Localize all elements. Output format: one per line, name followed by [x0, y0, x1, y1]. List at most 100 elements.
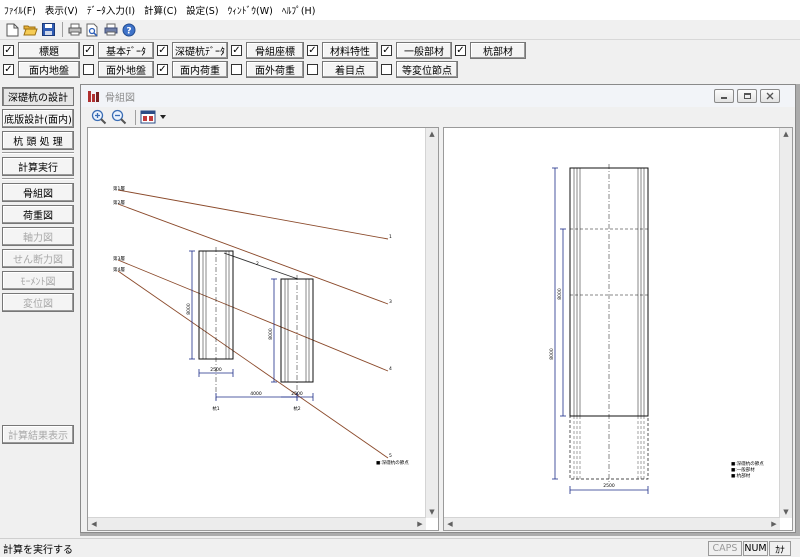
checkbox-outplane-ground[interactable]: [83, 64, 94, 75]
left-pane-horizontal-scrollbar[interactable]: ◀ ▶: [88, 517, 426, 530]
checkbox-focus-point[interactable]: [307, 64, 318, 75]
checkbox-inplane-load[interactable]: ✓: [157, 63, 168, 75]
checkbox-general-member[interactable]: ✓: [381, 44, 392, 56]
display-items-row-2: ✓ 面内地盤 面外地盤 ✓ 面内荷重 面外荷重 着目点 等変位節点: [0, 59, 800, 80]
checkbox-basic-data[interactable]: ✓: [83, 44, 94, 56]
material-button[interactable]: 材料特性: [322, 42, 378, 59]
results-display-button[interactable]: 計算結果表示: [2, 425, 74, 444]
dimension-lines: [189, 250, 314, 401]
run-calc-button[interactable]: 計算実行: [2, 157, 74, 176]
layout-icon[interactable]: [140, 110, 156, 124]
dimension-lines-right: [552, 167, 649, 494]
dimension-label: 2500: [291, 391, 303, 397]
menu-data-input[interactable]: ﾃﾞｰﾀ入力(I): [86, 6, 136, 17]
beam-line: [223, 252, 299, 280]
general-member-button[interactable]: 一般部材: [396, 42, 452, 59]
checkbox-title[interactable]: ✓: [3, 44, 14, 56]
pile-1: [198, 247, 234, 400]
dimension-label: 2500: [603, 483, 615, 489]
deep-pile-design-button[interactable]: 深礎杭の設計: [2, 87, 74, 106]
menu-calc[interactable]: 計算(C): [144, 6, 178, 17]
right-pane-vertical-scrollbar[interactable]: ▲ ▼: [779, 128, 792, 518]
node-label: 5: [389, 453, 392, 459]
print-preview-icon[interactable]: [85, 22, 101, 38]
open-folder-icon[interactable]: [22, 22, 38, 38]
pile-label: 杭2: [293, 405, 300, 412]
deep-pile-data-button[interactable]: 深礎杭ﾃﾞｰﾀ: [172, 42, 228, 59]
checkbox-pile-member[interactable]: ✓: [455, 44, 466, 56]
deep-pile-section: [569, 164, 649, 482]
load-diagram-button[interactable]: 荷重図: [2, 205, 74, 224]
status-bar: 計算を実行する CAPS NUM ｶﾅ: [0, 538, 800, 557]
minimize-button[interactable]: [714, 89, 734, 103]
chk-group-basic-data: ✓ 基本ﾃﾞｰﾀ: [83, 42, 154, 59]
view-toolbar-separator: [135, 109, 136, 125]
checkbox-material[interactable]: ✓: [307, 44, 318, 56]
dimension-label: 4000: [250, 391, 262, 397]
zoom-in-icon[interactable]: [91, 109, 107, 125]
checkbox-deep-pile-data[interactable]: ✓: [157, 44, 168, 56]
display-items-row-1: ✓ 標題 ✓ 基本ﾃﾞｰﾀ ✓ 深礎杭ﾃﾞｰﾀ ✓ 骨組座標 ✓ 材料特性 ✓ …: [0, 40, 800, 61]
menu-window[interactable]: ｳｨﾝﾄﾞｳ(W): [227, 6, 273, 17]
scroll-down-icon[interactable]: ▼: [429, 508, 435, 516]
frame-coords-button[interactable]: 骨組座標: [246, 42, 304, 59]
checkbox-equal-disp-node[interactable]: [381, 64, 392, 75]
frame-diagram-pane-left[interactable]: 第1層 第2層 第3層 第4層 1 2 3 4 5: [87, 127, 439, 531]
scroll-right-icon[interactable]: ▶: [771, 520, 777, 528]
dimension-label: 2500: [210, 367, 222, 373]
scroll-down-icon[interactable]: ▼: [783, 508, 789, 516]
inplane-ground-button[interactable]: 面内地盤: [18, 61, 80, 78]
scroll-right-icon[interactable]: ▶: [417, 520, 423, 528]
outplane-load-button[interactable]: 面外荷重: [246, 61, 304, 78]
pile-member-button[interactable]: 杭部材: [470, 42, 526, 59]
main-toolbar: ?: [0, 20, 800, 40]
new-file-icon[interactable]: [4, 22, 20, 38]
layout-dropdown-icon[interactable]: [159, 114, 167, 120]
menu-file[interactable]: ﾌｧｲﾙ(F): [4, 6, 36, 17]
moment-diagram-button[interactable]: ﾓｰﾒﾝﾄ図: [2, 271, 74, 290]
legend-text: ■:一般部材: [731, 466, 755, 473]
dimension-label: 8000: [549, 348, 555, 360]
zoom-out-icon[interactable]: [111, 109, 127, 125]
menu-settings[interactable]: 設定(S): [186, 6, 219, 17]
menu-view[interactable]: 表示(V): [44, 6, 78, 17]
scroll-up-icon[interactable]: ▲: [783, 130, 789, 138]
scroll-left-icon[interactable]: ◀: [91, 520, 97, 528]
displacement-diagram-button[interactable]: 変位図: [2, 293, 74, 312]
left-nav: 深礎杭の設計 底版設計(面内) 杭 頭 処 理 計算実行 骨組図 荷重図 軸力図…: [0, 84, 76, 536]
left-pane-vertical-scrollbar[interactable]: ▲ ▼: [425, 128, 438, 518]
title-button[interactable]: 標題: [18, 42, 80, 59]
legend-text: ■:杭部材: [731, 472, 751, 479]
spring-line: [117, 259, 389, 372]
basic-data-button[interactable]: 基本ﾃﾞｰﾀ: [98, 42, 154, 59]
frame-diagram-button[interactable]: 骨組図: [2, 183, 74, 202]
restore-icon: [743, 93, 751, 99]
equal-disp-node-button[interactable]: 等変位節点: [396, 61, 458, 78]
child-title-bar[interactable]: 骨組図: [81, 85, 795, 107]
focus-point-button[interactable]: 着目点: [322, 61, 378, 78]
checkbox-inplane-ground[interactable]: ✓: [3, 63, 14, 75]
checkbox-outplane-load[interactable]: [231, 64, 242, 75]
caps-indicator: CAPS: [708, 541, 742, 556]
base-slab-design-button[interactable]: 底版設計(面内): [2, 109, 74, 128]
inplane-load-button[interactable]: 面内荷重: [172, 61, 228, 78]
pile-head-button[interactable]: 杭 頭 処 理: [2, 131, 74, 150]
chk-group-pile-member: ✓ 杭部材: [455, 42, 526, 59]
right-pane-horizontal-scrollbar[interactable]: ◀ ▶: [444, 517, 780, 530]
help-icon[interactable]: ?: [121, 22, 137, 38]
scroll-up-icon[interactable]: ▲: [429, 130, 435, 138]
menu-help[interactable]: ﾍﾙﾌﾟ(H): [281, 6, 316, 17]
printer-setup-icon[interactable]: [103, 22, 119, 38]
dimension-label: 8000: [186, 303, 192, 315]
scroll-left-icon[interactable]: ◀: [447, 520, 453, 528]
checkbox-frame-coords[interactable]: ✓: [231, 44, 242, 56]
shear-diagram-button[interactable]: せん断力図: [2, 249, 74, 268]
layer-label: 第3層: [113, 255, 125, 262]
print-icon[interactable]: [67, 22, 83, 38]
save-icon[interactable]: [40, 22, 56, 38]
outplane-ground-button[interactable]: 面外地盤: [98, 61, 154, 78]
restore-button[interactable]: [737, 89, 757, 103]
frame-diagram-pane-right[interactable]: 8000 8000 2500 ■:深礎杭の節点 ■:一般部材 ■:杭部材 ▲ ▼…: [443, 127, 793, 531]
close-button[interactable]: [760, 89, 780, 103]
axial-diagram-button[interactable]: 軸力図: [2, 227, 74, 246]
